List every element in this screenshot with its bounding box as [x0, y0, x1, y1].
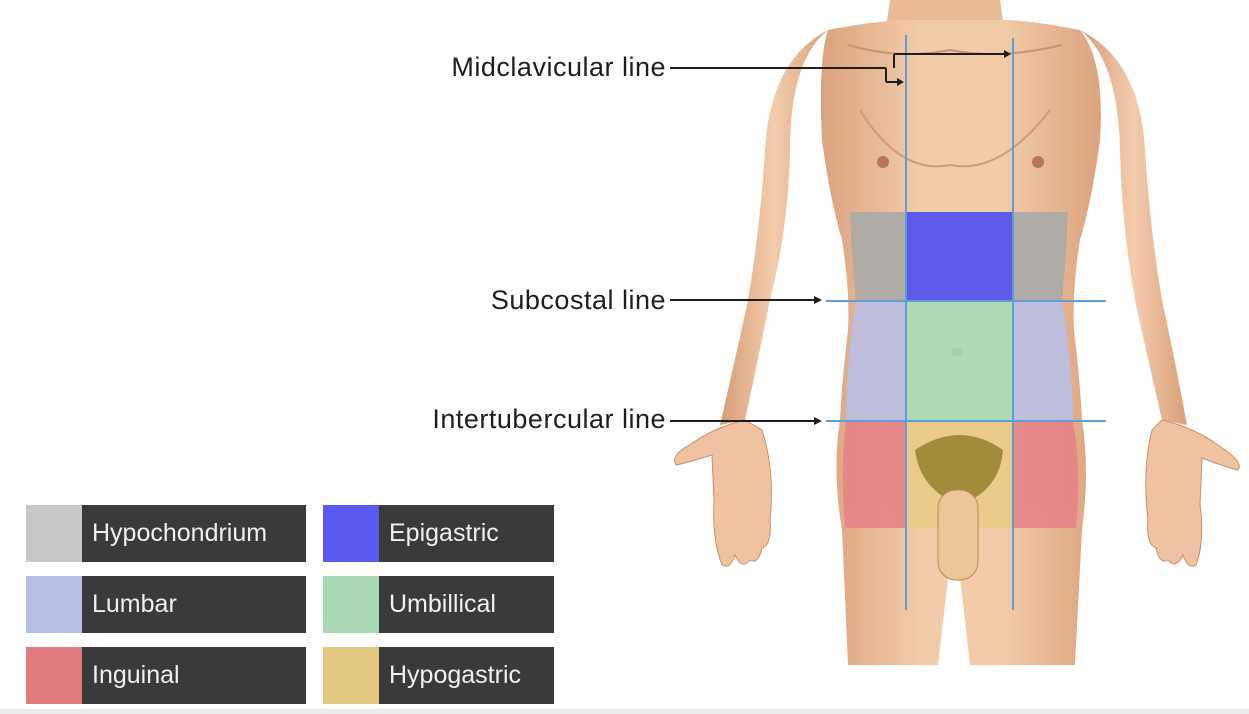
- legend-swatch-umbillical: [323, 576, 379, 633]
- legend-swatch-lumbar: [26, 576, 82, 633]
- subcostal-line-label: Subcostal line: [491, 285, 666, 315]
- legend-item-inguinal: Inguinal: [26, 647, 306, 704]
- legend-label-hypogastric: Hypogastric: [379, 647, 554, 704]
- arrowhead-intertubercular: [814, 417, 822, 425]
- legend-label-epigastric: Epigastric: [379, 505, 554, 562]
- region-lumbar-right: [846, 302, 906, 421]
- legend-item-hypochondrium: Hypochondrium: [26, 505, 306, 562]
- legend-item-umbillical: Umbillical: [323, 576, 554, 633]
- region-epigastric: [906, 212, 1013, 302]
- legend-item-hypogastric: Hypogastric: [323, 647, 554, 704]
- legend-label-umbillical: Umbillical: [379, 576, 554, 633]
- region-inguinal-right: [843, 421, 906, 528]
- legend-label-inguinal: Inguinal: [82, 647, 306, 704]
- region-hypochondrium-right: [850, 212, 906, 302]
- region-umbilical: [906, 302, 1013, 421]
- legend-item-lumbar: Lumbar: [26, 576, 306, 633]
- legend-swatch-inguinal: [26, 647, 82, 704]
- arm-left: [720, 30, 828, 425]
- midclavicular-line-label: Midclavicular line: [451, 52, 666, 82]
- region-hypochondrium-left: [1013, 212, 1068, 302]
- legend-label-hypochondrium: Hypochondrium: [82, 505, 306, 562]
- legend-item-epigastric: Epigastric: [323, 505, 554, 562]
- bottom-divider: [0, 709, 1249, 714]
- intertubercular-line-label: Intertubercular line: [432, 404, 666, 434]
- hand-left: [675, 420, 772, 566]
- arrowhead-subcostal: [814, 296, 822, 304]
- region-inguinal-left: [1013, 421, 1078, 528]
- legend-swatch-hypochondrium: [26, 505, 82, 562]
- nipple-right: [1032, 156, 1044, 168]
- legend-swatch-hypogastric: [323, 647, 379, 704]
- nipple-left: [877, 156, 889, 168]
- region-lumbar-left: [1013, 302, 1073, 421]
- legend-swatch-epigastric: [323, 505, 379, 562]
- legend-label-lumbar: Lumbar: [82, 576, 306, 633]
- hand-right: [1146, 420, 1240, 566]
